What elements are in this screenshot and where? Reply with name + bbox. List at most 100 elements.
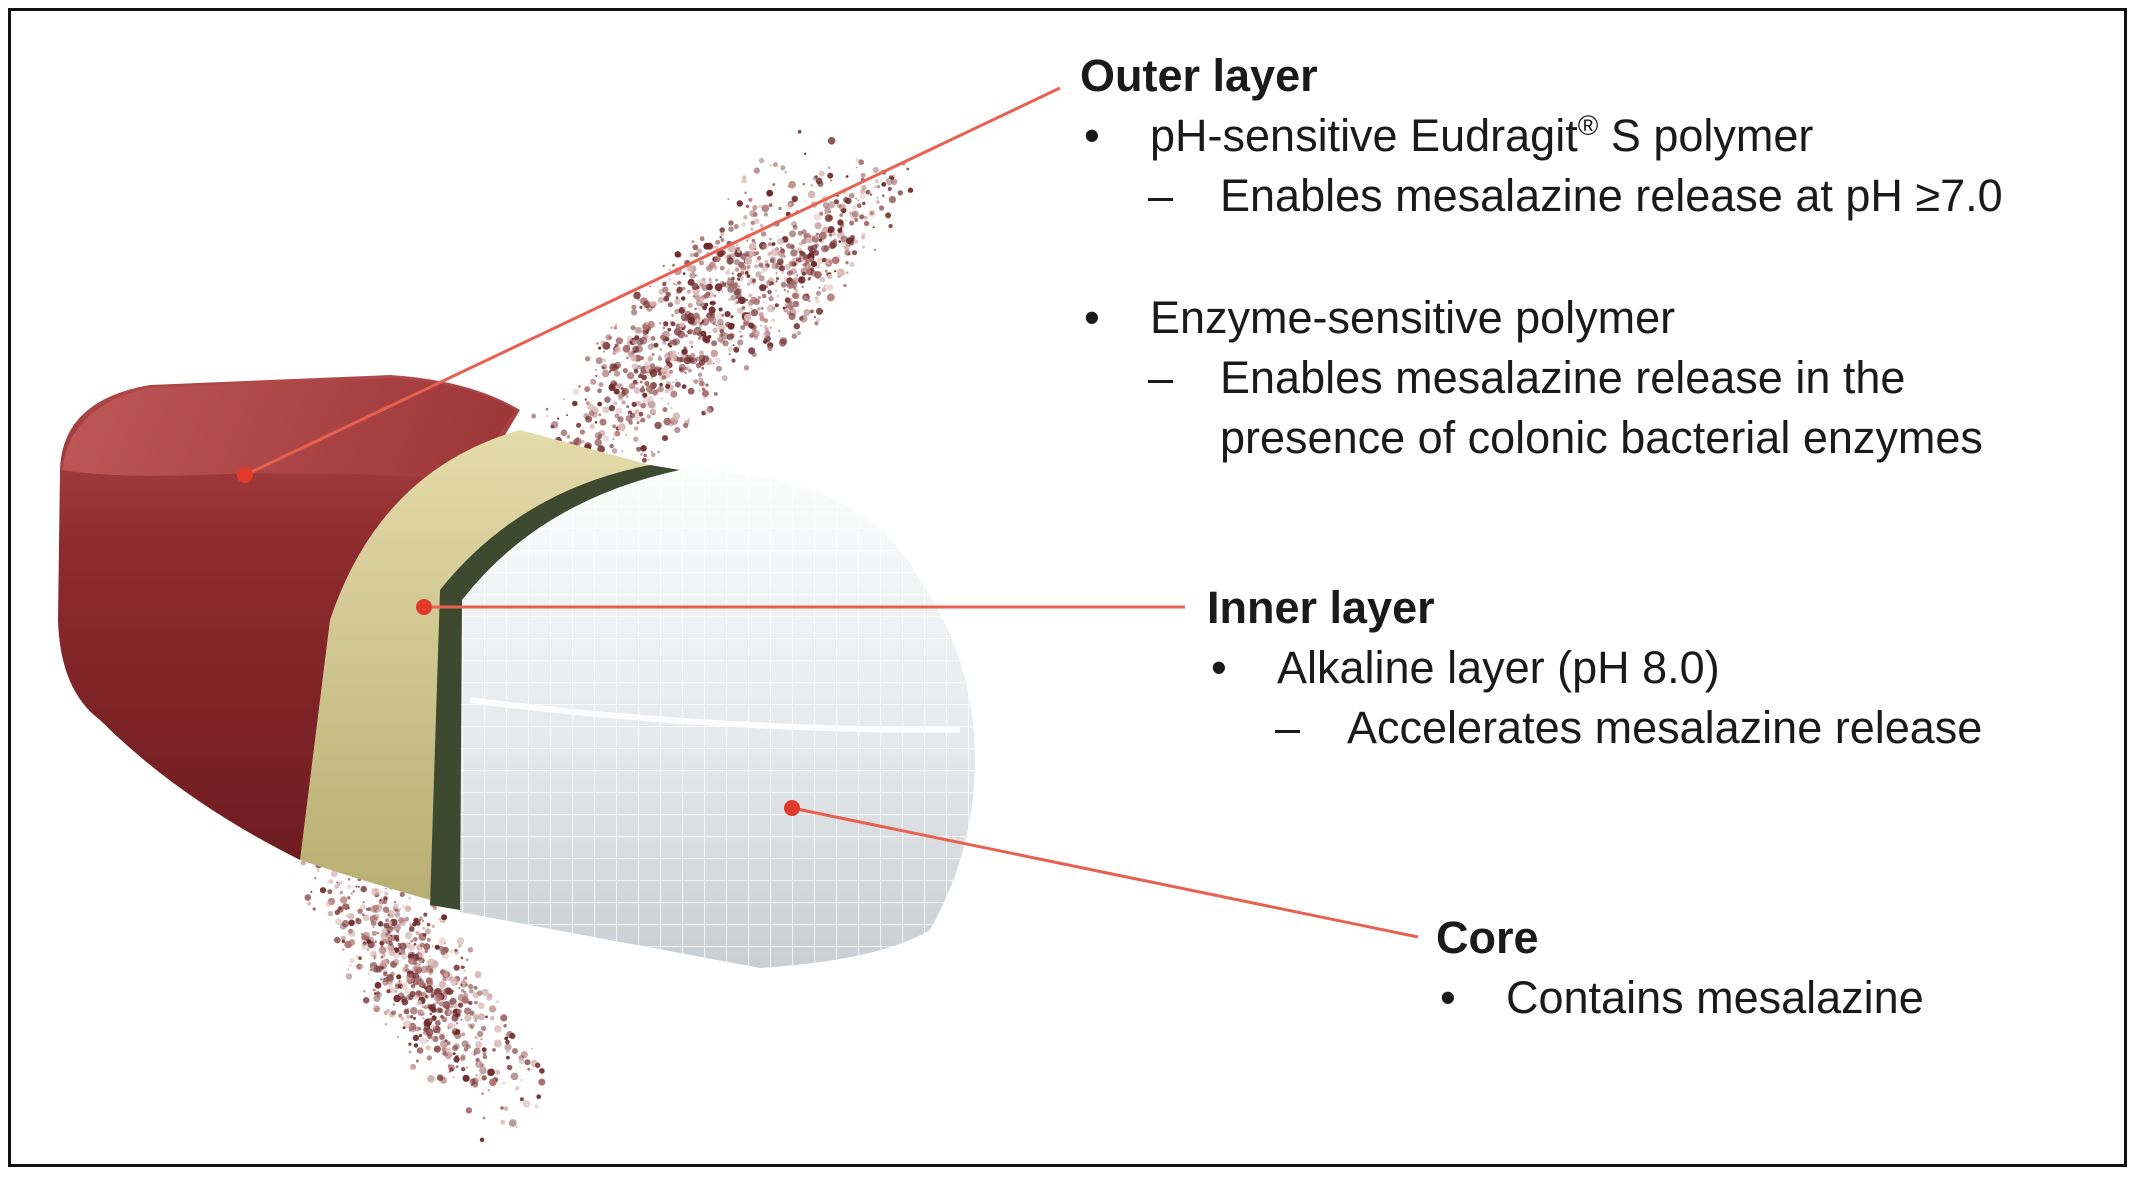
- particle: [659, 322, 662, 325]
- particle: [696, 248, 702, 254]
- particle: [447, 1022, 454, 1029]
- particle: [868, 209, 876, 218]
- particle: [697, 372, 703, 377]
- particle: [585, 415, 593, 423]
- particle: [644, 335, 652, 344]
- particle: [442, 977, 447, 982]
- particle: [634, 414, 640, 421]
- particle: [686, 289, 692, 294]
- particle: [826, 284, 834, 291]
- particle: [829, 179, 833, 182]
- particle: [590, 378, 597, 385]
- particle: [687, 312, 695, 321]
- particle: [404, 931, 413, 940]
- particle: [810, 270, 817, 277]
- particle: [824, 214, 833, 223]
- particle: [617, 416, 624, 423]
- particle: [465, 1066, 469, 1069]
- particle: [383, 977, 387, 982]
- particle: [751, 238, 756, 243]
- particle: [814, 233, 820, 239]
- particle: [426, 937, 431, 942]
- particle: [424, 980, 431, 987]
- particle: [310, 890, 313, 893]
- particle: [442, 1075, 446, 1079]
- particle: [429, 1018, 433, 1023]
- particle: [717, 318, 724, 326]
- particle: [428, 1004, 434, 1011]
- particle: [668, 420, 674, 427]
- outer-bullet-2-text: Enzyme-sensitive polymer: [1150, 292, 1676, 343]
- particle: [385, 932, 389, 936]
- particle: [721, 313, 724, 317]
- leader-dot-outer: [237, 467, 253, 483]
- particle: [384, 887, 387, 890]
- particle: [431, 924, 435, 928]
- particle: [413, 968, 419, 975]
- particle: [881, 194, 885, 197]
- particle: [690, 352, 696, 358]
- particle: [392, 1003, 395, 1006]
- particle: [810, 267, 814, 271]
- particle: [638, 411, 644, 417]
- particle: [757, 307, 761, 311]
- particle: [684, 371, 687, 374]
- particle: [418, 1033, 423, 1038]
- particle: [790, 249, 798, 257]
- particle: [494, 1025, 502, 1033]
- particle: [786, 243, 792, 249]
- particle: [438, 937, 447, 946]
- particle: [394, 989, 398, 994]
- particle: [443, 972, 449, 978]
- particle: [704, 407, 712, 415]
- particle: [858, 215, 862, 219]
- particle: [856, 203, 862, 209]
- particle: [633, 436, 639, 442]
- particle: [408, 994, 414, 1001]
- particle: [906, 167, 910, 171]
- particle: [417, 951, 420, 953]
- particle: [827, 201, 836, 209]
- particle: [473, 1047, 481, 1055]
- particle: [751, 352, 757, 358]
- particle: [535, 1062, 541, 1069]
- particle: [480, 1025, 487, 1032]
- particle: [473, 985, 478, 990]
- particle: [383, 895, 388, 901]
- particle: [645, 329, 650, 334]
- particle: [398, 1013, 403, 1018]
- particle: [465, 1107, 473, 1114]
- particle: [770, 248, 779, 257]
- particle: [762, 265, 769, 272]
- particle: [382, 979, 389, 986]
- particle: [801, 238, 807, 245]
- particle: [434, 944, 440, 950]
- particle: [837, 254, 841, 258]
- particle: [420, 965, 428, 974]
- particle: [741, 306, 746, 310]
- particle: [851, 238, 855, 242]
- particle: [819, 277, 826, 283]
- particle: [621, 387, 629, 396]
- particle: [693, 252, 699, 258]
- particle: [612, 432, 618, 438]
- particle: [776, 258, 784, 266]
- particle: [659, 373, 666, 381]
- particle: [715, 278, 718, 282]
- particle: [382, 899, 388, 905]
- particle: [740, 264, 747, 271]
- particle: [844, 249, 851, 256]
- particle: [712, 322, 716, 326]
- particle: [851, 250, 858, 256]
- particle: [763, 318, 769, 323]
- particle: [439, 1040, 448, 1048]
- particle: [824, 269, 828, 273]
- particle: [854, 217, 859, 222]
- particle: [629, 382, 636, 390]
- particle: [705, 264, 714, 272]
- particle: [662, 264, 665, 267]
- particle: [411, 952, 416, 956]
- particle: [760, 269, 766, 274]
- particle: [787, 304, 794, 311]
- particle: [744, 191, 747, 195]
